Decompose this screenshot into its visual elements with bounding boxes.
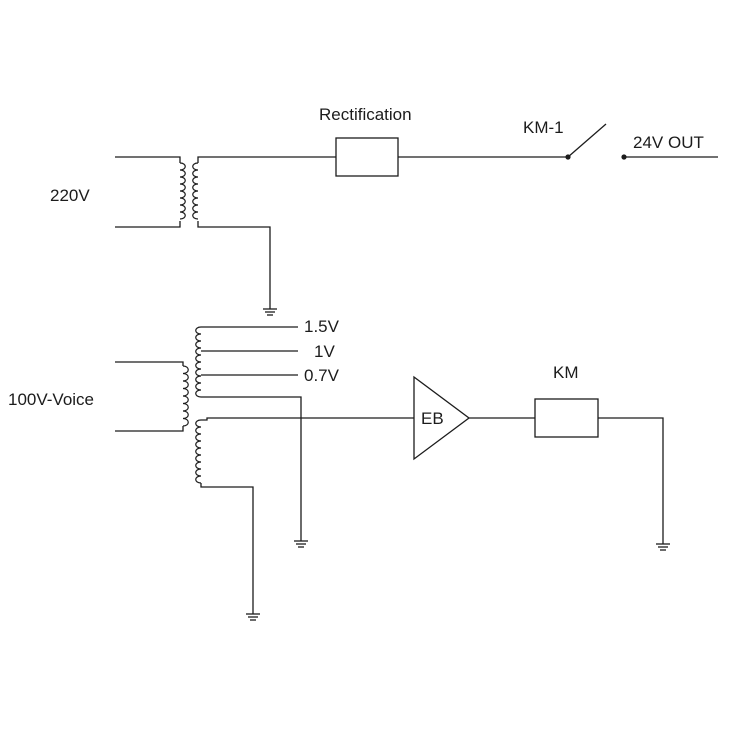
relay-ground-wire — [598, 417, 664, 544]
label-220v: 220V — [50, 186, 90, 205]
label-km: KM — [553, 363, 579, 382]
lower-coil-ground-wire — [200, 483, 254, 614]
transformer-voice: 1.5V 1V 0.7V — [115, 317, 414, 621]
voice-secondary-coil-lower — [195, 419, 202, 484]
label-rectification: Rectification — [319, 105, 412, 124]
transformer-220v — [115, 156, 336, 316]
ground-symbol-2 — [294, 540, 308, 548]
voice-primary-lead-top — [115, 361, 184, 366]
voice-primary-lead-bottom — [115, 426, 184, 432]
relay-km: KM — [534, 363, 599, 438]
rectification-block: Rectification — [319, 105, 412, 177]
primary-lead-bottom — [115, 221, 181, 228]
voice-secondary-coil-upper — [195, 326, 202, 398]
voice-primary-coil — [182, 365, 189, 427]
secondary-lead-bottom — [197, 221, 271, 309]
rectifier-box — [335, 137, 399, 177]
ground-symbol-1 — [263, 308, 277, 316]
primary-coil — [179, 162, 186, 220]
label-24v-out: 24V OUT — [633, 133, 704, 152]
relay-box — [534, 398, 599, 438]
label-tap-1v: 1V — [314, 342, 335, 361]
amplifier-eb: EB — [413, 375, 471, 461]
label-eb: EB — [421, 409, 444, 428]
label-tap-0-7v: 0.7V — [304, 366, 340, 385]
ground-symbol-4 — [656, 543, 670, 551]
label-km-1: KM-1 — [523, 118, 564, 137]
ground-symbol-3 — [246, 613, 260, 621]
secondary-coil — [192, 162, 199, 220]
tap-common-wire — [201, 396, 302, 541]
primary-lead-top — [115, 156, 181, 163]
switch-km-1: KM-1 — [523, 118, 627, 160]
label-tap-1-5v: 1.5V — [304, 317, 340, 336]
amplifier-triangle — [413, 375, 471, 461]
switch-blade — [567, 123, 607, 158]
signal-wire-to-eb — [201, 417, 414, 421]
secondary-lead-top — [197, 156, 336, 163]
label-100v-voice: 100V-Voice — [8, 390, 94, 409]
